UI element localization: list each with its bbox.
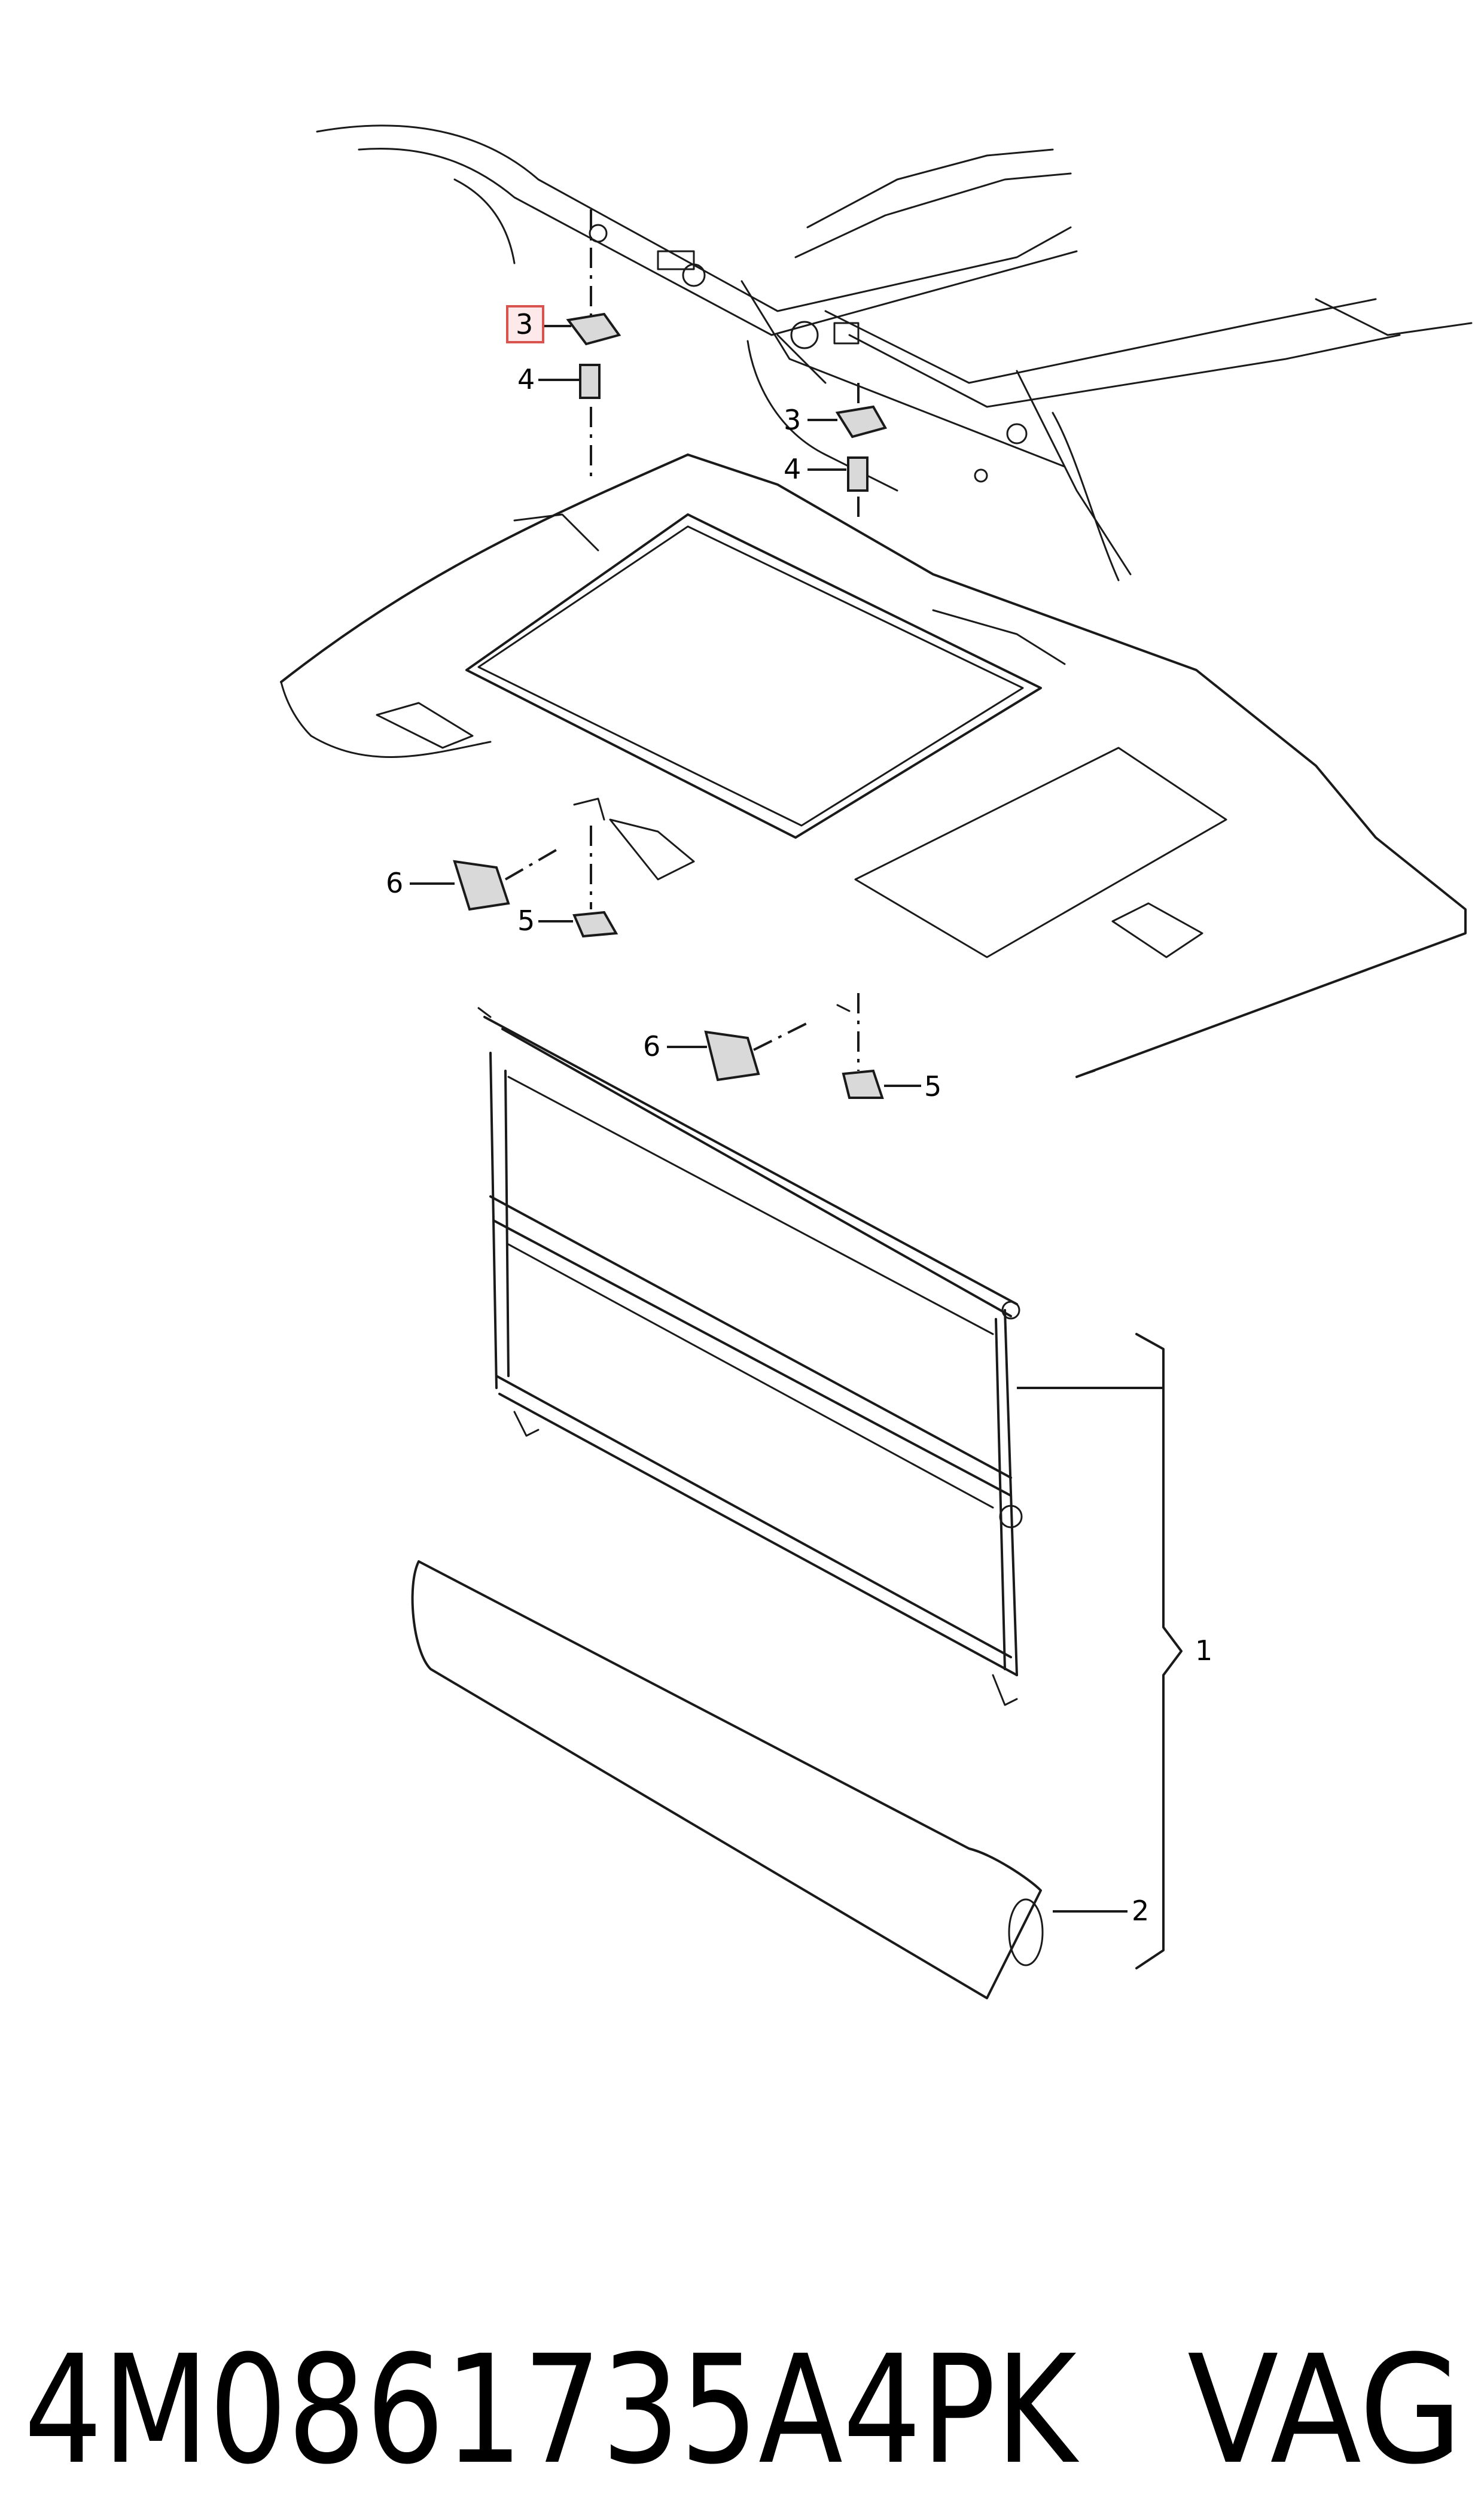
clip-3-upper-left — [566, 312, 621, 346]
upper-fasteners — [566, 209, 888, 520]
callout-6-right: 6 — [643, 1030, 660, 1062]
callout-6-left: 6 — [386, 867, 403, 899]
lower-fasteners — [453, 826, 884, 1099]
callout-5-right: 5 — [924, 1070, 941, 1103]
screw-4-upper-left — [579, 364, 601, 399]
callout-2: 2 — [1132, 1895, 1149, 1927]
hook-5-right — [842, 1069, 884, 1099]
bezel-6-left — [453, 860, 510, 911]
part-number: 4M0861735A4PK — [24, 2323, 1080, 2497]
hook-5-left — [572, 911, 618, 938]
callout-4-right: 4 — [784, 453, 801, 485]
callout-5-left: 5 — [517, 905, 535, 937]
separation-net — [477, 1007, 1023, 1706]
headliner — [280, 453, 1467, 1078]
callout-3: 3 — [784, 404, 801, 436]
brand-label: VAG — [1187, 2323, 1462, 2497]
callouts: 1 2 3 3 4 4 5 5 6 6 — [386, 305, 1212, 1927]
roof-body-frame — [316, 124, 1473, 581]
callout-1: 1 — [1195, 1634, 1212, 1667]
callout-4-left: 4 — [517, 363, 535, 395]
callout-3-highlighted: 3 — [516, 308, 533, 340]
clip-3-upper-right — [835, 405, 888, 439]
storage-tube — [411, 1560, 1044, 1999]
callout-3-highlight — [506, 305, 544, 343]
bezel-6-right — [704, 1030, 760, 1082]
bracket-part-1 — [1135, 1333, 1183, 1969]
screw-4-upper-right — [847, 456, 869, 492]
